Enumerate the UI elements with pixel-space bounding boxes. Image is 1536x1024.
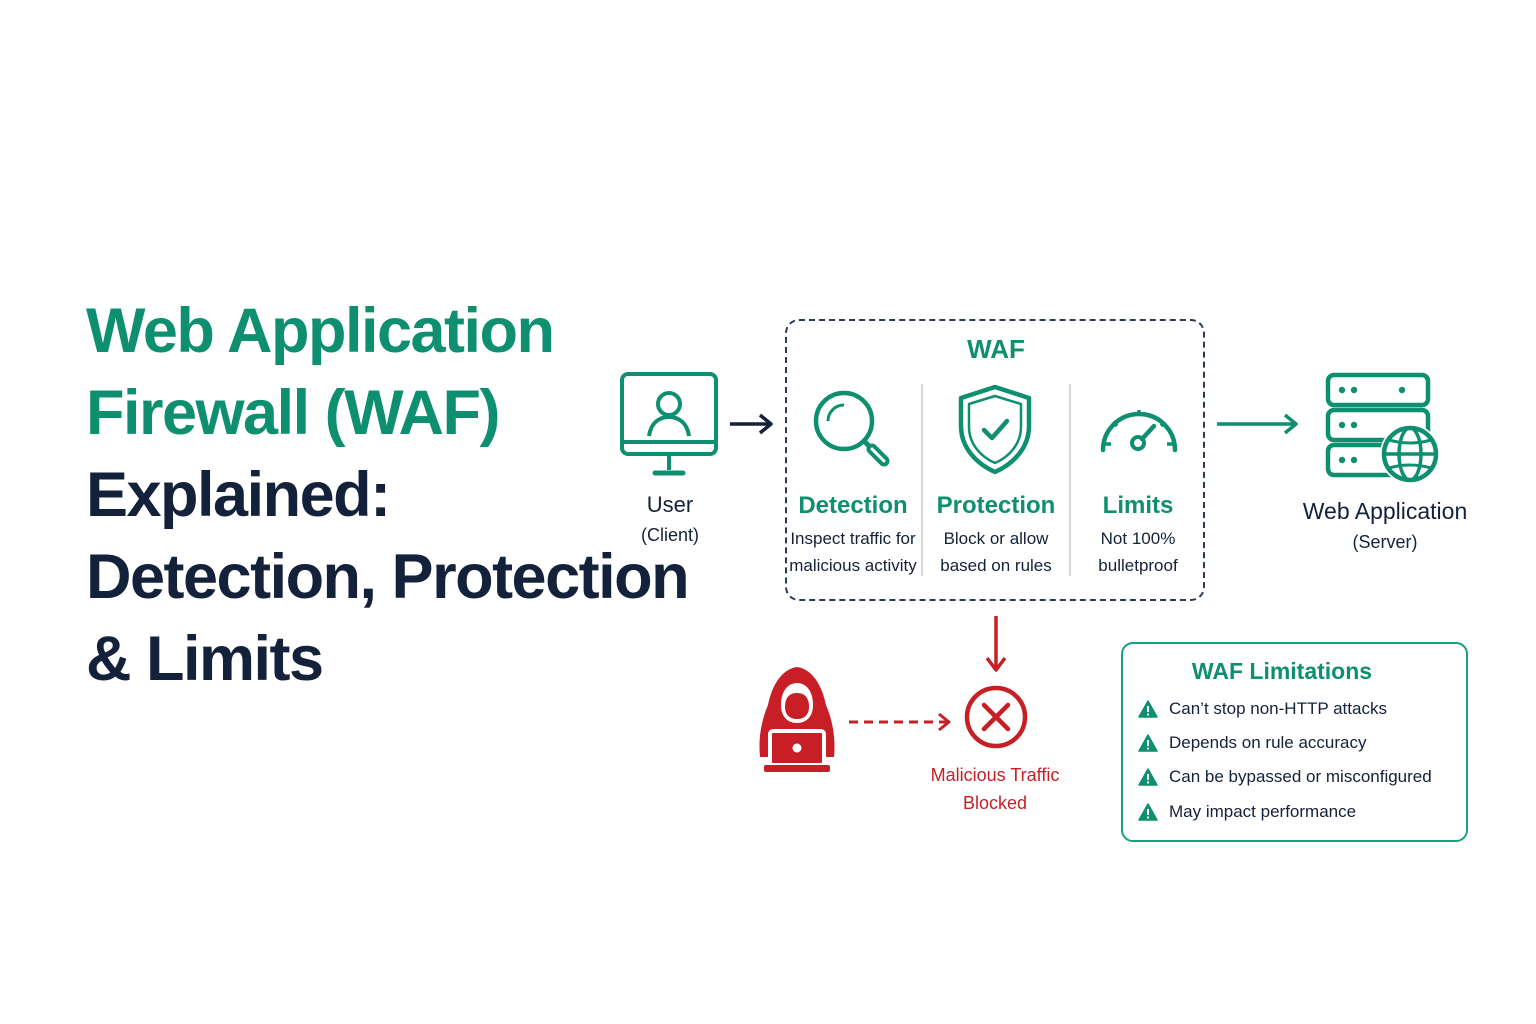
list-item: Depends on rule accuracy	[1138, 733, 1367, 753]
server-sublabel: (Server)	[1352, 532, 1418, 552]
protection-desc-line-1: Block or allow	[943, 529, 1049, 548]
server-label: Web Application	[1302, 498, 1468, 524]
title-line-4: Detection, Protection	[86, 542, 690, 612]
gauge-icon	[1100, 410, 1178, 453]
limitations-panel	[1121, 642, 1468, 842]
title-line-1: Web Application	[86, 296, 555, 366]
blocked-label-line-1: Malicious Traffic	[930, 765, 1060, 785]
limitation-text: Depends on rule accuracy	[1169, 733, 1367, 752]
warning-icon	[1138, 734, 1158, 752]
detection-desc-line-2: malicious activity	[789, 556, 917, 575]
detection-title: Detection	[798, 492, 908, 519]
limitation-text: Can’t stop non-HTTP attacks	[1169, 699, 1387, 718]
limits-title: Limits	[1102, 492, 1174, 519]
blocked-x-icon	[964, 685, 1028, 749]
limits-desc-line-2: bulletproof	[1098, 556, 1178, 575]
blocked-label: Malicious Traffic Blocked	[915, 761, 1075, 817]
list-item: Can’t stop non-HTTP attacks	[1138, 699, 1387, 719]
user-sublabel: (Client)	[640, 525, 699, 545]
limitation-text: Can be bypassed or misconfigured	[1169, 767, 1432, 786]
waf-title: WAF	[967, 334, 1025, 364]
protection-desc-line-2: based on rules	[940, 556, 1052, 575]
server-globe-icon	[1325, 372, 1440, 484]
hacker-laptop-icon	[759, 667, 835, 772]
warning-icon	[1138, 768, 1158, 786]
detection-desc: Inspect traffic for malicious activity	[778, 525, 928, 579]
shield-check-icon	[958, 384, 1032, 475]
page-title: Web Application Firewall (WAF) Explained…	[86, 290, 690, 700]
user-label: User	[646, 492, 694, 517]
waf-divider	[1069, 384, 1071, 576]
protection-desc: Block or allow based on rules	[921, 525, 1071, 579]
blocked-label-line-2: Blocked	[962, 793, 1028, 813]
title-line-2: Firewall (WAF)	[86, 378, 501, 448]
limits-desc-line-1: Not 100%	[1100, 529, 1176, 548]
warning-icon	[1138, 803, 1158, 821]
title-line-3: Explained:	[86, 460, 391, 530]
limitations-title: WAF Limitations	[1191, 658, 1373, 684]
dashed-arrow-icon	[849, 712, 951, 732]
warning-icon	[1138, 700, 1158, 718]
arrow-right-icon	[730, 413, 773, 435]
monitor-user-icon	[620, 372, 718, 476]
magnifier-icon	[813, 390, 890, 467]
list-item: Can be bypassed or misconfigured	[1138, 767, 1432, 787]
protection-title: Protection	[936, 492, 1056, 519]
title-line-5: & Limits	[86, 624, 324, 694]
detection-desc-line-1: Inspect traffic for	[790, 529, 916, 548]
waf-divider	[921, 384, 923, 576]
arrow-right-icon	[1217, 413, 1298, 435]
limitation-text: May impact performance	[1169, 802, 1357, 821]
arrow-down-icon	[985, 616, 1007, 672]
waf-container	[785, 319, 1205, 601]
limits-desc: Not 100% bulletproof	[1063, 525, 1213, 579]
list-item: May impact performance	[1138, 802, 1356, 822]
